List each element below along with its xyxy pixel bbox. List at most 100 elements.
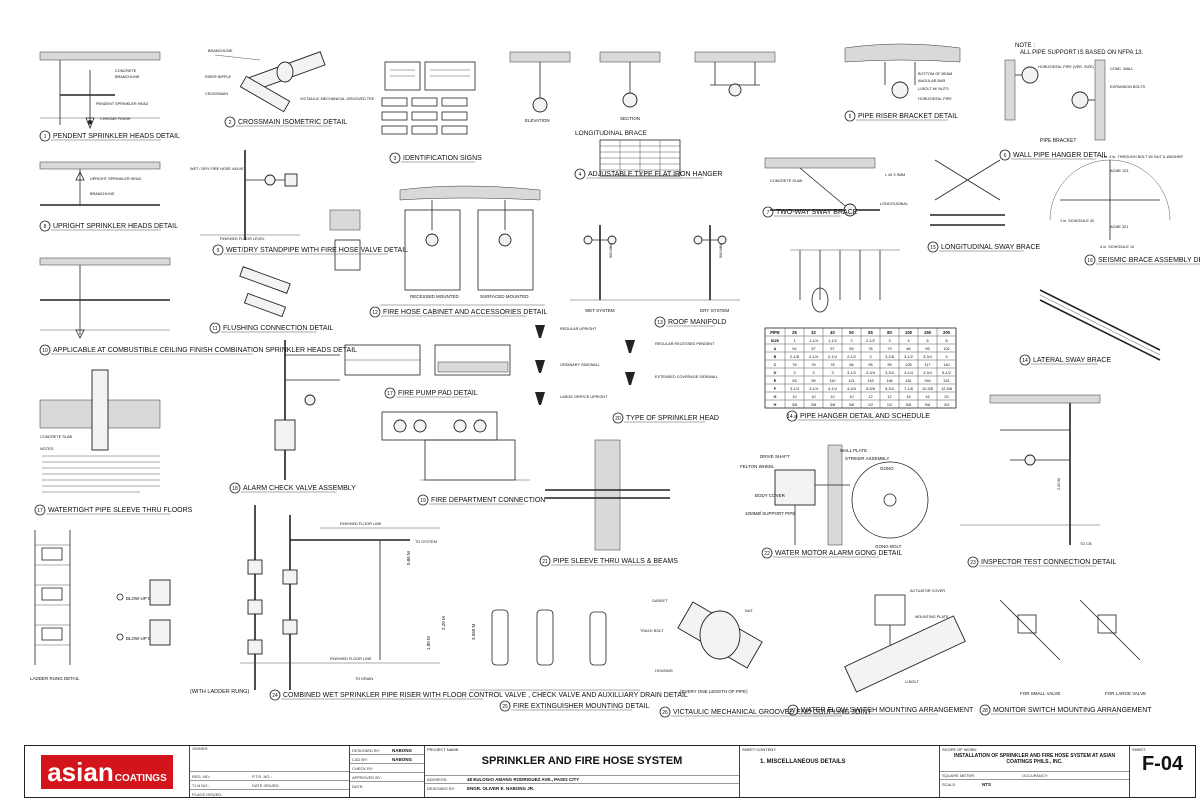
schedule-cell: 10 [792,395,796,399]
extended-sidewall-label: EXTENDED COVERAGE SIDEWALL [655,375,718,379]
schedule-cell: B [774,355,777,359]
scope-block: SCOPE OF WORK: INSTALLATION OF SPRINKLER… [940,746,1130,797]
detail-number-circle [787,704,799,716]
detail-24-combined-riser: FINISHED FLOOR LINE FINISHED FLOOR LINE … [240,505,476,690]
schedule-cell: 105 [905,363,911,367]
schedule-cell: 3 [888,339,890,343]
detail-title-text: UPRIGHT SPRINKLER HEADS DETAIL [53,223,178,230]
detail-number-circle [927,241,939,253]
svg-text:BRANCHLINE: BRANCHLINE [115,75,140,79]
cad-by-key: CAD BY: [352,756,368,762]
detail-number: 4 [579,172,582,178]
detail-number: 5 [849,114,852,120]
dim-220: 2.20 M [441,616,446,630]
schedule-cell: 143 [867,379,873,383]
schedule-cell: 10 [830,395,834,399]
detail-21-pipe-sleeve-walls [545,439,670,551]
longitudinal-label: LONGITUDINAL [880,202,908,206]
detail-riser-top [694,51,776,97]
detail-title-text: LONGITUDINAL SWAY BRACE [941,244,1041,251]
mounting-plate-label: MOUNTING PLATE [915,615,949,619]
gong-label: GONG [880,466,894,471]
schedule-cell: 80 [887,330,892,335]
schedule-cell: 2-1/4 [828,355,837,359]
schedule-cell: 3/8 [811,403,816,407]
blow-up-details: BLOW-UP DETAIL BLOW-UP DETAIL [116,579,171,646]
sheet-content-value: 1. MISCELLANEOUS DETAILS [760,759,846,765]
schedule-cell: 3 [869,355,871,359]
detail-22-water-motor-gong: DRIVE SHAFT WALL PLATE STRIKER ASSEMBLY … [740,444,929,549]
detail-26-victaulic-coupling: GASKET NUT TRACK BOLT HOUSING (EVERY ONE… [640,599,763,694]
svg-text:WET / DRY FIRE HOSE VALVE: WET / DRY FIRE HOSE VALVE [190,167,244,171]
detail-title-text: ALARM CHECK VALVE ASSEMBLY [243,485,356,492]
schedule-cell: 3-3/4 [923,355,932,359]
detail-title-text: SEISMIC BRACE ASSEMBLY DETAIL [1098,257,1200,264]
tin-key: T.I.N NO.: [192,782,210,788]
detail-number-circle [34,504,46,516]
detail-number-circle [389,152,401,164]
schedule-cell: 3 [793,371,795,375]
detail-title-text: APPLICABLE AT COMBUSTIBLE CEILING FINISH… [53,347,357,354]
schedule-cell: 140 [943,363,949,367]
schedule-cell: 3 [812,371,814,375]
detail-ladder-rung: LADDER RUNG DETAIL [30,530,80,681]
detail-title-text: PIPE SLEEVE THRU WALLS & BEAMS [553,558,678,565]
detail-number-circle [1084,254,1096,266]
schedule-cell: A [774,347,777,351]
pipe-bracket-label: PIPE BRACKET [1040,138,1076,144]
with-ladder-label: (WITH LADDER RUNG) [190,689,249,695]
detail-title-text: TYPE OF SPRINKLER HEAD [626,415,719,422]
detail-number: 14.a [787,414,797,420]
detail-title-text: FIRE HOSE CABINET AND ACCESSORIES DETAIL [383,309,547,316]
schedule-cell: 146 [886,379,892,383]
schedule-cell: 4 [907,339,909,343]
detail-3-identification-signs [381,61,476,135]
detail-number: 13 [657,320,663,326]
felton-wheel-label: FELTON WHEEL [740,464,775,469]
detail-16-seismic-brace: ⅝ in. 4 in. THROUGH BOLT W/ NUT & WASHER… [1049,155,1183,249]
detail-number-circle [786,410,798,422]
detail-7-two-way-sway-brace: CONCRETE SLAB L 40 X 5MM LONGITUDINAL [764,157,908,217]
dim-200: 2.00 M [1057,478,1061,490]
schedule-cell: H [774,403,777,407]
detail-title-text: MONITOR SWITCH MOUNTING ARRANGEMENT [993,707,1152,714]
detail-title-text: FIRE PUMP PAD DETAIL [398,390,478,397]
checked-by-key: CHECK BY: [352,765,374,771]
detail-27-water-flow-switch: ACTUATOR COVER MOUNTING PLATE U-BOLT [844,589,966,693]
housing-label: HOUSING [655,669,673,673]
detail-17-watertight-sleeve: CONCRETE SLAB NOTES: [39,369,161,493]
owner-block: OWNER: REG. NO.:P.T.R. NO.: T.I.N NO.:DA… [190,746,350,797]
detail-18-alarm-check-valve [274,340,340,480]
schedule-cell: 5-5/8 [866,387,875,391]
svg-text:CHROME FINISH: CHROME FINISH [100,117,131,121]
detail-number-circle [762,206,774,218]
svg-text:BRANCHLINE: BRANCHLINE [208,49,233,53]
schedule-cell: 10 [849,395,853,399]
dim-900-a: 900 MM [609,244,613,258]
detail-title-text: WALL PIPE HANGER DETAIL [1013,152,1107,159]
schedule-cell: 3/4 [944,403,949,407]
detail-number: 12 [372,310,378,316]
detail-number-circle [229,482,241,494]
detail-title-text: WATERTIGHT PIPE SLEEVE THRU FLOORS [48,507,193,514]
schedule-cell: 54 [792,347,796,351]
svg-text:FINISHED FLOOR LEVEL: FINISHED FLOOR LEVEL [220,237,265,241]
detail-number-circle [499,700,511,712]
large-orifice-label: LARGE ORIFICE UPRIGHT [560,395,608,399]
svg-text:U-BOLT W/ NUTS: U-BOLT W/ NUTS [918,87,949,91]
detail-title-text: PIPE HANGER DETAIL AND SCHEDULE [800,413,930,420]
acme321-label: ACME 321 [1110,225,1128,229]
schedule-cell: 95 [868,363,872,367]
square-meter-key: SQUARE METER: [942,773,976,778]
sched10-label: 4 in. SCHEDULE 10 [1100,245,1134,249]
designer-key: DESIGNED BY: [427,786,456,791]
blow-up-a-label: BLOW-UP DETAIL [126,596,164,601]
detail-number: 19 [420,498,426,504]
schedule-cell: 1-1/2 [828,339,837,343]
schedule-cell: 1-1/4 [809,339,818,343]
schedule-cell: 65 [868,330,873,335]
scope-value: INSTALLATION OF SPRINKLER AND FIRE HOSE … [953,753,1116,765]
